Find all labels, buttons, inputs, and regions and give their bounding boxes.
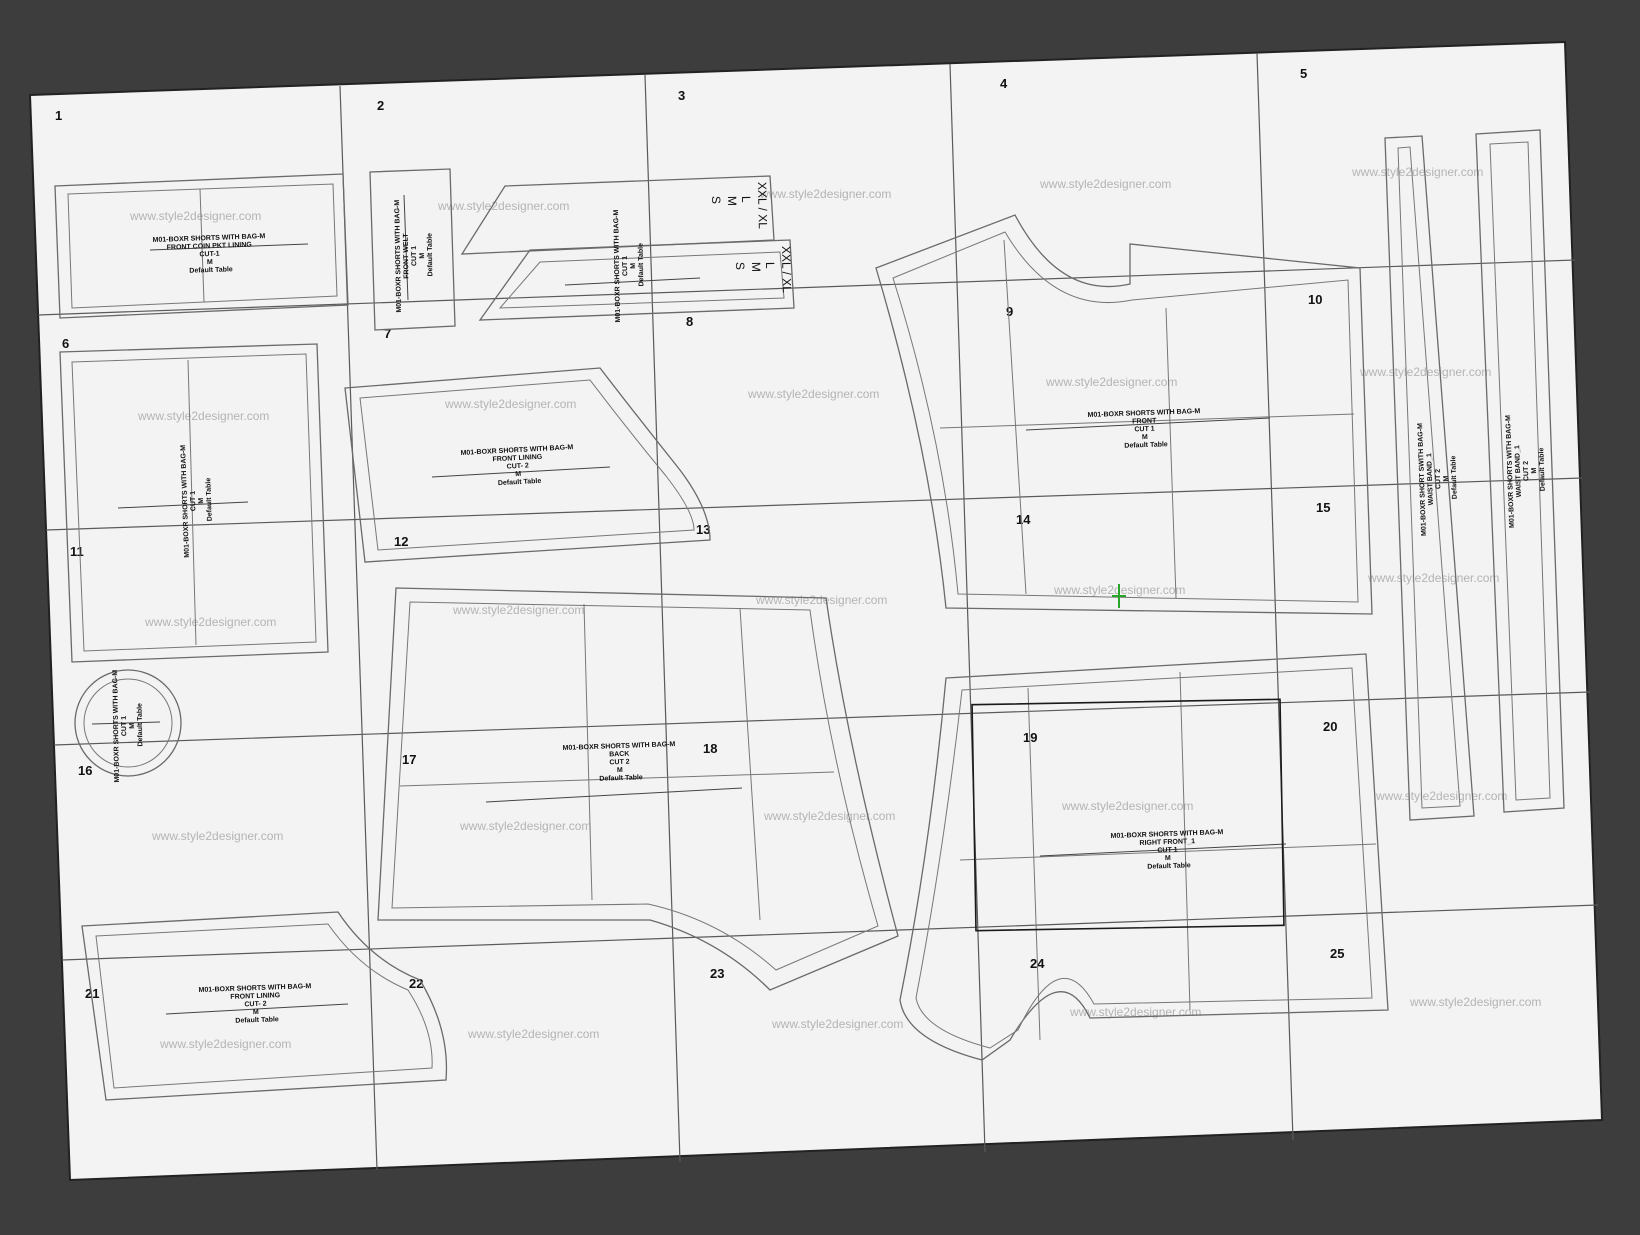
watermark: www.style2designer.com bbox=[151, 829, 283, 843]
tile-number: 11 bbox=[70, 544, 84, 559]
highlight-frame bbox=[971, 698, 1285, 932]
watermark: www.style2designer.com bbox=[763, 809, 895, 823]
paper-sheet bbox=[28, 40, 1604, 1182]
tile-number: 1 bbox=[55, 108, 62, 123]
size-label: M bbox=[725, 196, 739, 206]
tile-number: 8 bbox=[686, 314, 693, 329]
tile-number: 15 bbox=[1316, 500, 1330, 515]
grid-line bbox=[644, 74, 681, 1163]
svg-text:M01-BOXR SHORTS WITH BAG-M: M01-BOXR SHORTS WITH BAG-M BACK CUT 2 M … bbox=[562, 741, 678, 784]
tile-number: 16 bbox=[78, 763, 92, 778]
svg-text:M01-BOXR SHORTS WITH BAG-M: M01-BOXR SHORTS WITH BAG-M CUT 1 M Defau… bbox=[180, 442, 215, 558]
size-label: L bbox=[739, 196, 753, 203]
watermark: www.style2designer.com bbox=[452, 603, 584, 617]
watermark: www.style2designer.com bbox=[771, 1017, 903, 1031]
piece-round: M01-BOXR SHORTS WITH BAG-M CUT 1 M Defau… bbox=[74, 667, 182, 783]
grid-line bbox=[61, 904, 1599, 961]
watermark: www.style2designer.com bbox=[467, 1027, 599, 1041]
tile-number: 5 bbox=[1300, 66, 1307, 81]
watermark: www.style2designer.com bbox=[437, 199, 569, 213]
svg-text:M01-BOXR SHORTS WITH BAG-M: M01-BOXR SHORTS WITH BAG-M WAIST BAND_1 … bbox=[1505, 412, 1548, 528]
svg-text:M01-BOXR SHORTS WITH BAG-M: M01-BOXR SHORTS WITH BAG-M RIGHT FRONT_1… bbox=[1110, 829, 1226, 872]
tile-number: 7 bbox=[384, 326, 391, 341]
tile-number: 2 bbox=[377, 98, 384, 113]
size-label: XXL / XL bbox=[779, 246, 794, 293]
tile-number: 4 bbox=[1000, 76, 1008, 91]
watermark: www.style2designer.com bbox=[759, 187, 891, 201]
piece-front-lining-bottom: M01-BOXR SHORTS WITH BAG-M FRONT LINING … bbox=[81, 911, 448, 1101]
tile-number: 21 bbox=[85, 986, 99, 1001]
svg-text:M01-BOXR SHORTS WITH BAG-M: M01-BOXR SHORTS WITH BAG-M CUT 1 M Defau… bbox=[112, 667, 145, 782]
watermarks: www.style2designer.com www.style2designe… bbox=[129, 165, 1541, 1051]
svg-text:M01-BOXR SHORTS WITH BAG-M: M01-BOXR SHORTS WITH BAG-M FRONT COIN PK… bbox=[152, 233, 268, 276]
tile-number: 19 bbox=[1023, 730, 1037, 745]
watermark: www.style2designer.com bbox=[159, 1037, 291, 1051]
watermark: www.style2designer.com bbox=[137, 409, 269, 423]
tile-number: 3 bbox=[678, 88, 685, 103]
tile-number: 10 bbox=[1308, 292, 1322, 307]
watermark: www.style2designer.com bbox=[1061, 799, 1193, 813]
piece-small-strips: M01-BOXR SHORTS WITH BAG-M CUT 1 M Defau… bbox=[460, 175, 795, 323]
watermark: www.style2designer.com bbox=[1367, 571, 1499, 585]
watermark: www.style2designer.com bbox=[1375, 789, 1507, 803]
piece-front-coin-pkt-lining: M01-BOXR SHORTS WITH BAG-M FRONT COIN PK… bbox=[54, 173, 349, 319]
watermark: www.style2designer.com bbox=[747, 387, 879, 401]
size-label: L bbox=[763, 262, 777, 269]
svg-text:M01-BOXR SHORT SWITH BAG-M: M01-BOXR SHORT SWITH BAG-M WAIST BAND_1 … bbox=[1417, 420, 1460, 536]
tile-number: 6 bbox=[62, 336, 69, 351]
size-label: M bbox=[749, 262, 763, 272]
watermark: www.style2designer.com bbox=[459, 819, 591, 833]
tile-number: 20 bbox=[1323, 719, 1337, 734]
grid-line bbox=[45, 477, 1583, 531]
watermark: www.style2designer.com bbox=[1359, 365, 1491, 379]
tile-number: 13 bbox=[696, 522, 710, 537]
size-label: S bbox=[733, 262, 747, 270]
watermark: www.style2designer.com bbox=[129, 209, 261, 223]
watermark: www.style2designer.com bbox=[1409, 995, 1541, 1009]
tile-grid bbox=[37, 52, 1599, 1171]
piece-waist-bands: M01-BOXR SHORT SWITH BAG-M WAIST BAND_1 … bbox=[1384, 129, 1565, 821]
piece-back: M01-BOXR SHORTS WITH BAG-M BACK CUT 2 M … bbox=[377, 587, 899, 991]
tile-number: 12 bbox=[394, 534, 408, 549]
tile-number: 14 bbox=[1016, 512, 1031, 527]
svg-text:M01-BOXR SHORTS WITH BAG-M: M01-BOXR SHORTS WITH BAG-M CUT 1 M Defau… bbox=[613, 207, 646, 322]
piece-right-front: M01-BOXR SHORTS WITH BAG-M RIGHT FRONT_1… bbox=[899, 584, 1389, 1061]
watermark: www.style2designer.com bbox=[144, 615, 276, 629]
grid-line bbox=[53, 691, 1591, 746]
size-label: S bbox=[709, 196, 723, 204]
size-label: XXL / XL bbox=[755, 182, 770, 229]
watermark: www.style2designer.com bbox=[755, 593, 887, 607]
piece-front: M01-BOXR SHORTS WITH BAG-M FRONT CUT 1 M… bbox=[875, 214, 1373, 615]
svg-text:M01-BOXR SHORTS WITH BAG-M: M01-BOXR SHORTS WITH BAG-M FRONT LINING … bbox=[198, 983, 314, 1026]
tile-number: 23 bbox=[710, 966, 724, 981]
tile-number: 25 bbox=[1330, 946, 1344, 961]
tile-number: 9 bbox=[1006, 304, 1013, 319]
tile-number-labels: 1 2 3 4 5 6 7 8 9 10 11 12 13 14 15 16 1… bbox=[55, 66, 1344, 1001]
grid-line bbox=[37, 259, 1576, 316]
grid-line bbox=[1256, 52, 1294, 1141]
svg-text:M01-BOXR SHORTS WITH BAG-M: M01-BOXR SHORTS WITH BAG-M FRONT WELT CU… bbox=[394, 197, 435, 312]
watermark: www.style2designer.com bbox=[1351, 165, 1483, 179]
piece-front-welt: M01-BOXR SHORTS WITH BAG-M FRONT WELT CU… bbox=[369, 168, 456, 331]
svg-text:M01-BOXR SHORTS WITH BAG-M: M01-BOXR SHORTS WITH BAG-M FRONT CUT 1 M… bbox=[1087, 408, 1203, 451]
piece-side: M01-BOXR SHORTS WITH BAG-M CUT 1 M Defau… bbox=[59, 343, 329, 663]
watermark: www.style2designer.com bbox=[1045, 375, 1177, 389]
tile-number: 18 bbox=[703, 741, 717, 756]
watermark: www.style2designer.com bbox=[444, 397, 576, 411]
watermark: www.style2designer.com bbox=[1039, 177, 1171, 191]
tile-number: 17 bbox=[402, 752, 416, 767]
